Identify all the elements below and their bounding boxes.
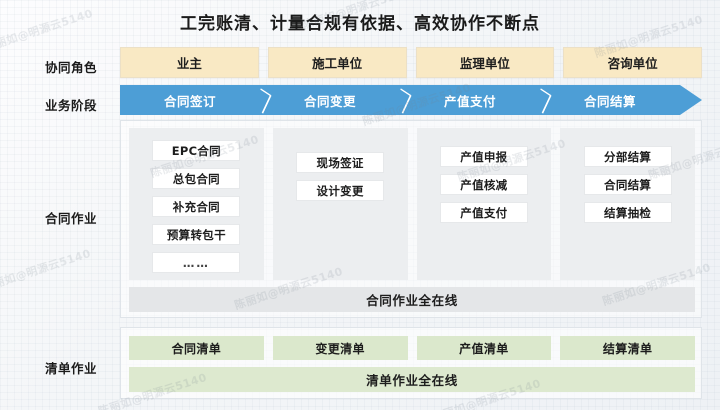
boq-chip-settlement-list[interactable]: 结算清单 [560,336,695,360]
role-box-consulting-unit[interactable]: 咨询单位 [563,47,702,78]
role-box-construction-unit[interactable]: 施工单位 [267,47,407,78]
role-label: 施工单位 [312,56,363,71]
role-label: 监理单位 [459,56,510,71]
contract-item-chip[interactable]: 结算抽检 [583,202,672,223]
boq-chip-output-list[interactable]: 产值清单 [416,336,552,360]
contract-online-banner: 合同作业全在线 [129,287,695,312]
stages-items: 合同签订 合同变更 产值支付 合同结算 [120,85,680,115]
stage-contract-settlement[interactable]: 合同结算 [540,85,680,115]
stages-row: 合同签订 合同变更 产值支付 合同结算 [120,85,702,115]
contract-item-chip-more[interactable]: …… [152,252,241,273]
stage-label: 合同变更 [303,93,356,109]
boq-chip-change-list[interactable]: 变更清单 [272,336,408,360]
role-box-supervision-unit[interactable]: 监理单位 [415,47,555,78]
boq-chips: 合同清单 变更清单 产值清单 结算清单 [129,336,695,360]
contract-columns: EPC合同 总包合同 补充合同 预算转包干 …… 现场签证 设计变更 产值申报 … [129,128,695,280]
role-label: 咨询单位 [607,56,658,71]
contract-item-chip[interactable]: 产值支付 [439,202,528,223]
row-label-roles: 协同角色 [44,60,97,75]
row-label-boq-work: 清单作业 [44,361,97,376]
row-label-stages: 业务阶段 [44,98,97,113]
page-title: 工完账清、计量合规有依据、高效协作不断点 [180,14,540,34]
contract-item-chip[interactable]: 补充合同 [152,196,241,217]
stage-contract-signing[interactable]: 合同签订 [120,85,272,115]
contract-item-chip[interactable]: EPC合同 [152,140,241,161]
stages-arrow-tip-icon [680,85,702,115]
stage-label: 产值支付 [443,93,496,109]
roles-row: 业主 施工单位 监理单位 咨询单位 [120,47,702,78]
boq-work-panel: 合同清单 变更清单 产值清单 结算清单 清单作业全在线 [120,327,702,399]
stage-output-payment[interactable]: 产值支付 [400,85,552,115]
contract-item-chip[interactable]: 预算转包干 [152,224,241,245]
boq-online-banner: 清单作业全在线 [129,367,695,392]
contract-column-settlement: 分部结算 合同结算 结算抽检 [560,128,695,280]
contract-item-chip[interactable]: 合同结算 [583,174,672,195]
contract-item-chip[interactable]: 分部结算 [583,146,672,167]
contract-item-chip[interactable]: 产值核减 [439,174,528,195]
row-label-contract-work: 合同作业 [44,211,97,226]
contract-work-panel: EPC合同 总包合同 补充合同 预算转包干 …… 现场签证 设计变更 产值申报 … [120,120,702,318]
contract-item-chip[interactable]: 产值申报 [439,146,528,167]
stages-band [120,85,680,115]
contract-item-chip[interactable]: 设计变更 [296,180,385,201]
boq-chip-contract-list[interactable]: 合同清单 [129,336,264,360]
stage-label: 合同签订 [163,93,216,109]
stage-contract-change[interactable]: 合同变更 [260,85,412,115]
contract-column-output: 产值申报 产值核减 产值支付 [416,128,552,280]
contract-column-change: 现场签证 设计变更 [272,128,408,280]
role-box-owner[interactable]: 业主 [120,47,259,78]
contract-column-signing: EPC合同 总包合同 补充合同 预算转包干 …… [129,128,264,280]
contract-item-chip[interactable]: 总包合同 [152,168,241,189]
role-label: 业主 [176,56,202,71]
stage-label: 合同结算 [583,93,636,109]
contract-item-chip[interactable]: 现场签证 [296,152,385,173]
